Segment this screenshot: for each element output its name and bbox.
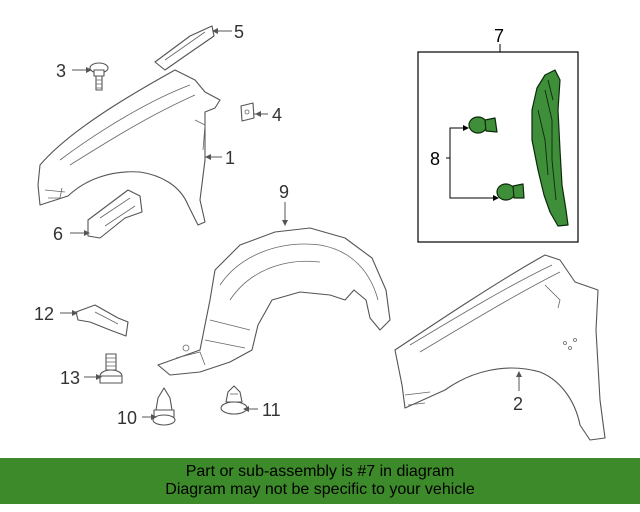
arrow-2 bbox=[516, 371, 522, 377]
callout-7: 7 bbox=[494, 26, 504, 46]
clip-part-11[interactable] bbox=[220, 385, 248, 415]
arrow-6 bbox=[84, 230, 90, 236]
bracket-part-6[interactable] bbox=[87, 189, 143, 239]
bolt-part-13[interactable] bbox=[99, 353, 123, 384]
arrow-11 bbox=[243, 406, 249, 412]
callout-3: 3 bbox=[56, 61, 66, 81]
arrow-5 bbox=[212, 28, 218, 34]
callout-11: 11 bbox=[262, 400, 281, 420]
fender-part-1[interactable] bbox=[37, 69, 221, 226]
arrow-10 bbox=[151, 414, 157, 420]
clip-part-8-lower[interactable] bbox=[496, 183, 525, 201]
arrow-8-lower bbox=[493, 195, 499, 201]
parts-diagram: 5 3 4 1 6 9 12 13 10 11 2 7 8 bbox=[34, 22, 606, 441]
callout-1: 1 bbox=[225, 148, 235, 168]
arrow-9 bbox=[282, 220, 288, 226]
bracket-part-5[interactable] bbox=[154, 25, 215, 71]
callout-13: 13 bbox=[60, 368, 80, 388]
callout-5: 5 bbox=[234, 22, 244, 42]
fender-part-2[interactable] bbox=[394, 254, 606, 441]
arrow-8-upper bbox=[463, 125, 469, 131]
bolt-part-3[interactable] bbox=[89, 62, 109, 91]
callout-8: 8 bbox=[430, 149, 440, 169]
callout-4: 4 bbox=[272, 105, 282, 125]
arrow-4 bbox=[255, 111, 261, 117]
arrow-12 bbox=[72, 310, 78, 316]
seal-part-7[interactable] bbox=[531, 69, 569, 227]
callout-6: 6 bbox=[53, 224, 63, 244]
info-banner: Part or sub-assembly is #7 in diagram Di… bbox=[0, 458, 640, 504]
callout-9: 9 bbox=[279, 182, 289, 202]
liner-part-9[interactable] bbox=[157, 227, 391, 376]
banner-line-1: Part or sub-assembly is #7 in diagram bbox=[185, 463, 455, 480]
callout-2: 2 bbox=[513, 394, 523, 414]
arrow-1 bbox=[205, 154, 211, 160]
arrow-3 bbox=[86, 67, 92, 73]
banner-line-2: Diagram may not be specific to your vehi… bbox=[165, 481, 475, 498]
clip-part-10[interactable] bbox=[152, 387, 176, 426]
pad-part-4[interactable] bbox=[240, 102, 255, 122]
callout-12: 12 bbox=[34, 304, 54, 324]
callout-10: 10 bbox=[117, 408, 137, 428]
bracket-part-12[interactable] bbox=[75, 304, 129, 337]
arrow-13 bbox=[96, 374, 102, 380]
clip-part-8-upper[interactable] bbox=[468, 116, 498, 134]
